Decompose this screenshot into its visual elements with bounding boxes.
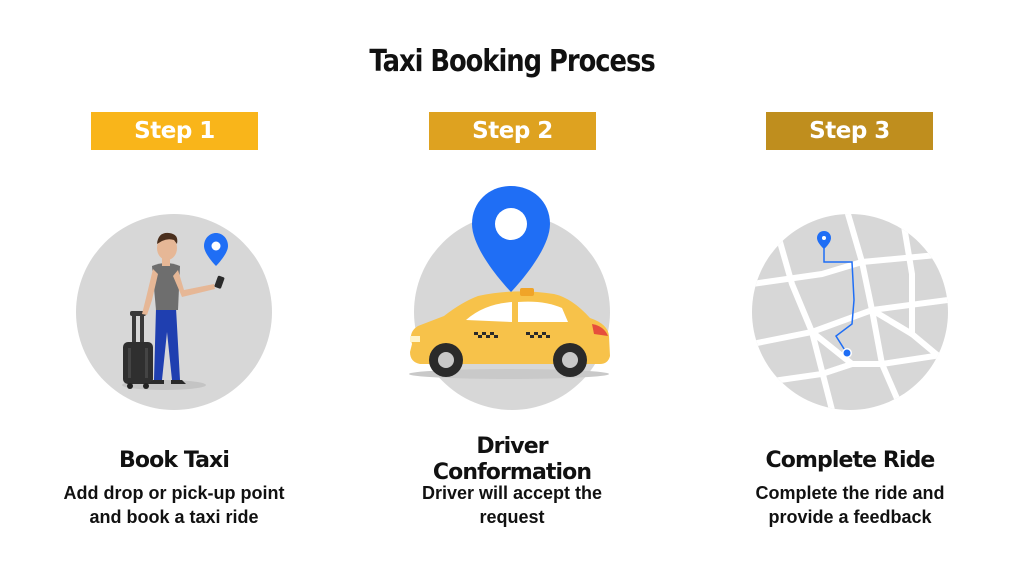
step-2-title: Driver Conformation [398, 434, 626, 486]
step-3-title: Complete Ride [765, 448, 936, 473]
step-2-label: Step 2 [472, 118, 553, 144]
man-with-luggage-illustration [122, 232, 228, 390]
step-3-label: Step 3 [809, 118, 890, 144]
step-1-description: Add drop or pick-up point and book a tax… [44, 481, 304, 529]
page-title: Taxi Booking Process [369, 44, 655, 79]
step-2-description-line-1: Driver will accept the [421, 483, 603, 503]
step-2-description-line-2: request [479, 507, 545, 527]
step-1-title: Book Taxi [119, 448, 230, 473]
step-1-label: Step 1 [134, 118, 215, 144]
step-3-description-line-1: Complete the ride and [755, 483, 945, 503]
step-2-description: Driver will accept the request [382, 481, 642, 529]
taxi-with-pin-illustration [409, 186, 610, 379]
step-3-badge: Step 3 [766, 112, 933, 150]
step-2-title-line-2: Conformation [432, 460, 592, 485]
step-3-description-line-2: provide a feedback [768, 507, 932, 527]
step-1-description-line-2: and book a taxi ride [89, 507, 259, 527]
step-1-badge: Step 1 [91, 112, 258, 150]
step-1-description-line-1: Add drop or pick-up point [63, 483, 285, 503]
map-with-route-illustration [752, 214, 948, 410]
step-2-title-line-1: Driver [476, 434, 548, 459]
step-3-description: Complete the ride and provide a feedback [720, 481, 980, 529]
step-2-badge: Step 2 [429, 112, 596, 150]
